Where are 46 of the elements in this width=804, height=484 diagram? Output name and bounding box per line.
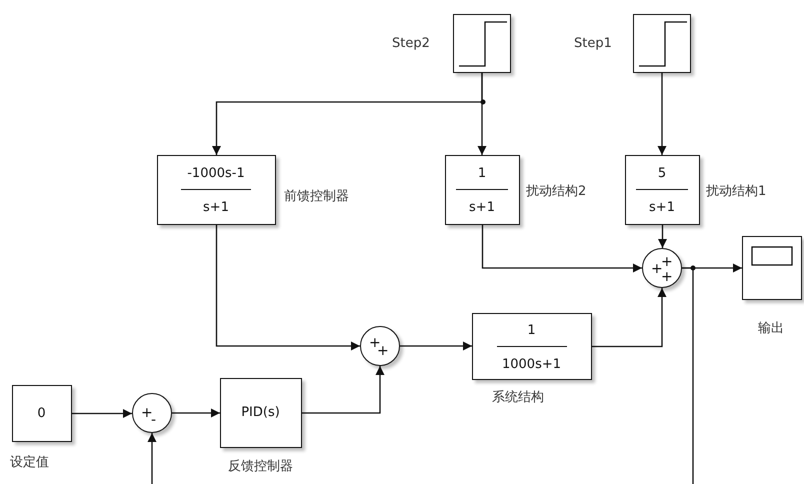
signal-line xyxy=(592,288,666,348)
transfer-function-block xyxy=(445,155,520,225)
block-name: 前馈控制器 xyxy=(284,190,349,203)
block-name: 扰动结构1 xyxy=(706,185,766,198)
transfer-function-block xyxy=(157,155,276,225)
signal-line xyxy=(658,225,667,248)
sign-symbol: + xyxy=(661,255,673,269)
signal-line xyxy=(212,73,483,155)
block-name: 设定值 xyxy=(10,456,49,469)
numerator: 5 xyxy=(656,167,668,180)
sign-symbol: - xyxy=(151,413,156,427)
block-label: PID(s) xyxy=(240,406,281,419)
block xyxy=(220,378,302,448)
sign-symbol: + xyxy=(661,270,673,284)
signal-line xyxy=(658,73,666,155)
transfer-function-block xyxy=(472,313,592,380)
block-name: 输出 xyxy=(758,322,784,335)
sum-junction xyxy=(132,393,172,433)
signal-line xyxy=(682,267,694,484)
denominator: 1000s+1 xyxy=(500,358,562,370)
block xyxy=(12,385,72,442)
signal-line xyxy=(148,433,156,484)
signal-line xyxy=(216,225,360,350)
sum-junction xyxy=(642,248,682,288)
block-name: Step2 xyxy=(392,37,430,50)
block-name: 扰动结构2 xyxy=(526,185,586,198)
signal-line xyxy=(302,366,384,414)
block-name: 反馈控制器 xyxy=(228,460,293,473)
scope-block xyxy=(742,236,802,300)
numerator: -1000s-1 xyxy=(186,167,246,180)
sign-symbol: + xyxy=(651,262,663,276)
signal-line xyxy=(400,342,472,350)
denominator: s+1 xyxy=(648,201,676,214)
block-label: 0 xyxy=(36,406,47,420)
numerator: 1 xyxy=(526,324,537,336)
denominator: s+1 xyxy=(468,201,496,214)
denominator: s+1 xyxy=(202,201,230,214)
signal-line xyxy=(72,409,132,418)
numerator: 1 xyxy=(476,167,488,180)
signal-line xyxy=(172,408,220,418)
sum-junction xyxy=(360,326,400,366)
block-name: Step1 xyxy=(574,37,612,50)
signal-line xyxy=(482,225,642,272)
block-name: 系统结构 xyxy=(492,391,544,404)
transfer-function-block xyxy=(625,155,700,225)
sign-symbol: + xyxy=(141,406,153,420)
